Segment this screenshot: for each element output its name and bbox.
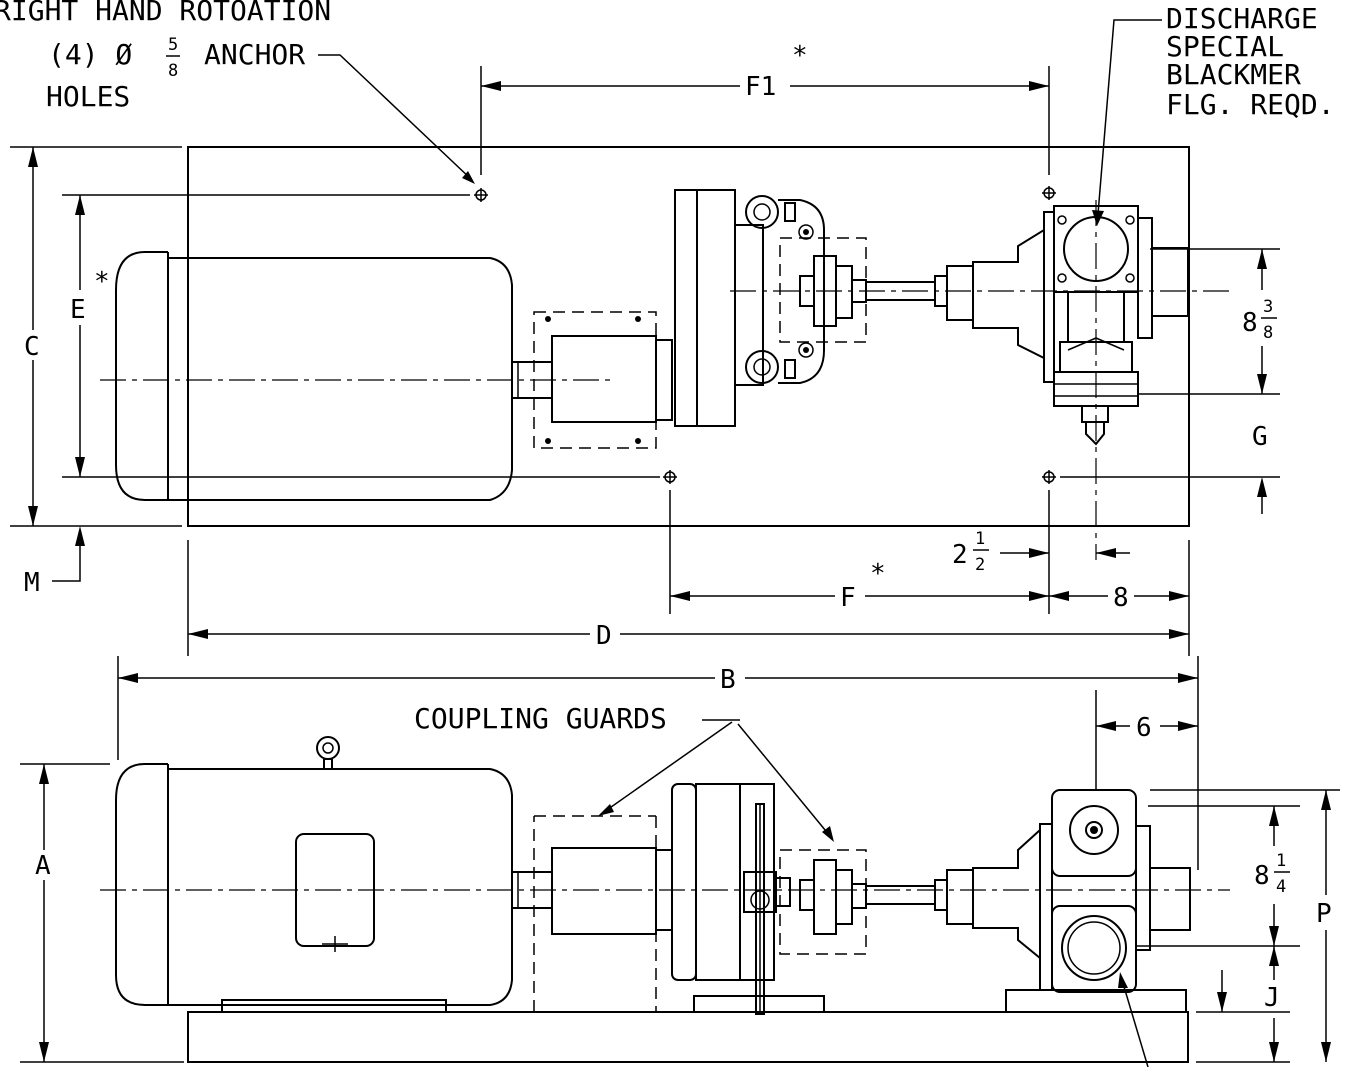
anchor-hole-icon: [474, 188, 488, 202]
dim-8-3-8-den: 8: [1263, 323, 1273, 343]
discharge-line1: DISCHARGE: [1166, 2, 1318, 35]
dim-f-label: F: [840, 583, 856, 613]
anchor-note-tail: ANCHOR: [204, 38, 305, 71]
anchor-frac-num: 5: [168, 35, 178, 55]
elevation-base-plate: [187, 1011, 1189, 1063]
dim-8-1-4-den: 4: [1276, 877, 1286, 897]
anchor-hole-icon: [1042, 186, 1056, 200]
discharge-note: DISCHARGE SPECIAL BLACKMER FLG. REQD.: [1092, 2, 1335, 226]
dim-6-label: 6: [1136, 713, 1152, 743]
dim-g-label: G: [1252, 422, 1268, 452]
dim-f1-asterisk: *: [792, 41, 808, 71]
anchor-hole-icon: [663, 470, 677, 484]
rotation-note: RIGHT HAND ROTOATION: [0, 0, 331, 27]
gear-reducer-plan: [674, 189, 825, 427]
plan-base-plate: [187, 146, 1190, 527]
plan-view: F1 * C E * M 8 3 8 G: [10, 41, 1286, 656]
dim-a-label: A: [35, 851, 51, 881]
anchor-frac-den: 8: [168, 61, 178, 81]
dim-f1-label: F1: [745, 72, 776, 102]
dim-8-1-4-num: 1: [1276, 851, 1286, 871]
discharge-line4: FLG. REQD.: [1166, 88, 1335, 121]
dim-b-label: B: [720, 665, 736, 695]
anchor-note-line2: HOLES: [46, 80, 130, 113]
dim-m-label: M: [24, 568, 40, 598]
discharge-line3: BLACKMER: [1166, 58, 1301, 91]
dim-c-label: C: [24, 332, 40, 362]
anchor-hole-icon: [1042, 470, 1056, 484]
dim-2-1-2-den: 2: [975, 555, 985, 575]
coupling-guard-plan: [533, 311, 673, 449]
dim-2-1-2-whole: 2: [952, 540, 968, 570]
pump-elevation: [972, 789, 1191, 1067]
dim-e-asterisk: *: [94, 267, 110, 297]
pump-coupling-elevation: [779, 849, 974, 955]
dim-d-label: D: [596, 621, 612, 651]
pump-coupling-plan: [779, 237, 974, 343]
dim-8-3-8-whole: 8: [1242, 308, 1258, 338]
gear-reducer-elevation: [671, 783, 825, 1015]
lifting-eye-icon: [316, 736, 340, 770]
dim-2-1-2-num: 1: [975, 529, 985, 549]
dim-f-asterisk: *: [870, 559, 886, 589]
dim-8-3-8-num: 3: [1263, 297, 1273, 317]
coupling-guards-note: COUPLING GUARDS: [414, 702, 667, 735]
elevation-view: B COUPLING GUARDS 6: [20, 656, 1340, 1067]
motor-elevation: [115, 736, 553, 1013]
dim-8-1-4-whole: 8: [1254, 861, 1270, 891]
discharge-line2: SPECIAL: [1166, 30, 1284, 63]
dim-8-label: 8: [1113, 583, 1129, 613]
motor-plan: [115, 251, 553, 501]
dim-p-label: P: [1316, 899, 1332, 929]
coupling-guard-elevation: [533, 815, 673, 1012]
anchor-note-line1: (4) Ø: [48, 38, 132, 71]
dim-e-label: E: [70, 295, 86, 325]
anchor-holes-note: (4) Ø 5 8 ANCHOR HOLES: [46, 35, 475, 184]
pump-plan: [972, 205, 1189, 446]
dim-j-label: J: [1264, 983, 1280, 1013]
